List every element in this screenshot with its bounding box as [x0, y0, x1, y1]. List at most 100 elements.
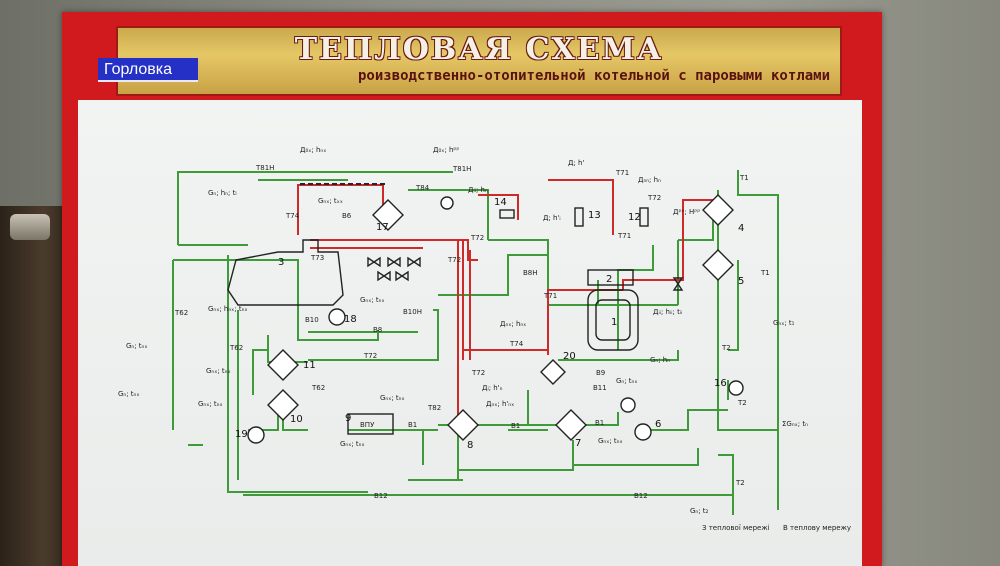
flow-label: Gₙ; tₙₓ [616, 377, 637, 385]
vpu-label: ВПУ [360, 421, 375, 429]
unit-1-inner [595, 299, 631, 341]
flow-label: Gₙₓ; tₓₓ [318, 197, 343, 205]
unit-label: 2 [606, 274, 612, 285]
unit-numbers: 3 1 2 4 5 6 7 8 9 10 11 12 13 14 16 17 1… [235, 197, 744, 451]
pipe-label: Т82 [427, 404, 441, 412]
pipe-label: Т72 [471, 369, 485, 377]
pipe-label: Т2 [737, 399, 747, 407]
flow-label: Gₙₓ; tₙₓ [380, 394, 405, 402]
flow-label: Gₙₓ; t₁ [773, 319, 795, 327]
flow-label: Gₙₓ; tₙₓ [598, 437, 623, 445]
unit-9-vpu [347, 413, 394, 435]
pipe-label: В1 [595, 419, 604, 427]
pipe-label: В1 [511, 422, 520, 430]
unit-label: 17 [376, 222, 389, 233]
pipe-label: Т73 [310, 254, 324, 262]
thermal-scheme-diagram: 3 1 2 4 5 6 7 8 9 10 11 12 13 14 16 17 1… [118, 146, 851, 532]
flow-label: Gₙ; tₙₓ [118, 390, 139, 398]
unit-label: 16 [714, 378, 727, 389]
poster-header: ТЕПЛОВАЯ СХЕМА роизводственно-отопительн… [116, 26, 842, 96]
pipe-label: Т62 [311, 384, 325, 392]
pipe-label: Т71 [617, 232, 631, 240]
pipe-label: В10Н [403, 308, 422, 316]
flow-label: Д; h' [568, 159, 584, 167]
flow-label: Gₙₓ; tₙₓ [360, 296, 385, 304]
unit-label: 19 [235, 429, 248, 440]
pipe-label: Т1 [760, 269, 770, 277]
poster-subtitle: роизводственно-отопительной котельной с … [357, 68, 830, 84]
pipe-labels: Т81Н Т81Н Т84 Т74 Т73 Т72 Т72 Т72 Т72 Т7… [174, 164, 770, 500]
unit-label: 9 [345, 413, 351, 424]
outlet-from-network: З теплової мережі [702, 524, 770, 532]
pipe-label: Т71 [615, 169, 629, 177]
pipe-label: Т72 [363, 352, 377, 360]
pipe-label: Т62 [174, 309, 188, 317]
unit-label: 6 [655, 419, 661, 430]
flow-label: Gₙ; hₙ; tₗ [208, 189, 237, 197]
flow-label: Дᵢ; h'ₙ [482, 384, 503, 392]
flow-label: Gₙ; tₙₓ [126, 342, 147, 350]
pipe-label: В6 [342, 212, 352, 220]
valve-right [672, 277, 684, 291]
unit-label: 11 [303, 360, 316, 371]
unit-3-deaerator [227, 239, 344, 306]
pipe-label: Т72 [647, 194, 661, 202]
unit-label: 3 [278, 257, 284, 268]
outlet-to-network: В теплову мережу [783, 524, 851, 532]
pipe-label: В9 [596, 369, 605, 377]
pipe-label: Т72 [470, 234, 484, 242]
flow-label: Gₙₓ; tₙₓ [206, 367, 231, 375]
pumps [247, 196, 744, 444]
flow-label: Дₙₓ; h'ₙₓ [486, 400, 514, 408]
unit-2 [587, 269, 634, 286]
unit-label: 5 [738, 276, 744, 287]
pipe-label: В8 [373, 326, 382, 334]
valve-cluster [367, 256, 421, 282]
unit-1-boiler [587, 289, 639, 351]
pipe-label: В8Н [523, 269, 538, 277]
water-lines [172, 170, 779, 515]
unit-label: 1 [611, 317, 617, 328]
unit-13 [574, 207, 584, 227]
flow-label: Gₙₓ; tₙₓ [198, 400, 223, 408]
flow-label: Дₙₙ; hₙ [638, 176, 661, 184]
pipe-label: В12 [374, 492, 388, 500]
unit-14 [499, 209, 515, 219]
pipe-label: Т71 [543, 292, 557, 300]
flow-label: Gₙₓ; hₙₓ; tₙₓ [208, 305, 247, 313]
pipe-label: Т74 [509, 340, 524, 348]
frame-knob [10, 214, 50, 240]
unit-label: 14 [494, 197, 507, 208]
unit-label: 4 [738, 223, 744, 234]
flow-labels: Д₀ₓ; hₙₓ Д₀ₓ; hᵖᵖ Дᵢᵢ; hₙ Д; h' Д; h'ᵢ Д… [118, 146, 808, 515]
pipe-label: Т81Н [452, 165, 471, 173]
flow-label: Gₙ; t₂ [690, 507, 709, 515]
pipe-label: Т74 [285, 212, 300, 220]
pipe-label: В1 [408, 421, 417, 429]
pipe-label: В11 [593, 384, 607, 392]
flow-label: Дᵖᵖ; Hᵖᵖ [673, 208, 700, 216]
unit-label: 8 [467, 440, 473, 451]
flow-label: Д₀ₓ; hₙₓ [300, 146, 326, 154]
flow-label: Дₙₓ; hₙₓ [500, 320, 526, 328]
equipment [227, 194, 744, 444]
unit-label: 20 [563, 351, 576, 362]
flow-label: Дᵢᵢ; hᵢᵢ; tᵢᵢ [653, 308, 682, 316]
flow-label: Д₀ₓ; hᵖᵖ [433, 146, 459, 154]
pipe-label: Т81Н [255, 164, 274, 172]
unit-label: 10 [290, 414, 303, 425]
flow-label: Дᵢᵢ; hₙ [468, 186, 488, 194]
heat-exchangers [267, 194, 734, 441]
unit-label: 12 [628, 212, 641, 223]
city-caption: Горловка [98, 58, 198, 82]
unit-12 [639, 207, 649, 227]
flow-label: Gₙₓ; tₙₓ [340, 440, 365, 448]
pipe-label: Т1 [739, 174, 749, 182]
flow-label: Gₙ; hₙ [650, 356, 670, 364]
left-picture-frame [0, 206, 62, 566]
unit-label: 7 [575, 438, 581, 449]
pipe-label: В10 [305, 316, 319, 324]
unit-label: 18 [344, 314, 357, 325]
flow-label: ΣGₙₓ; tₙ [782, 420, 808, 428]
pipe-label: Т2 [721, 344, 731, 352]
